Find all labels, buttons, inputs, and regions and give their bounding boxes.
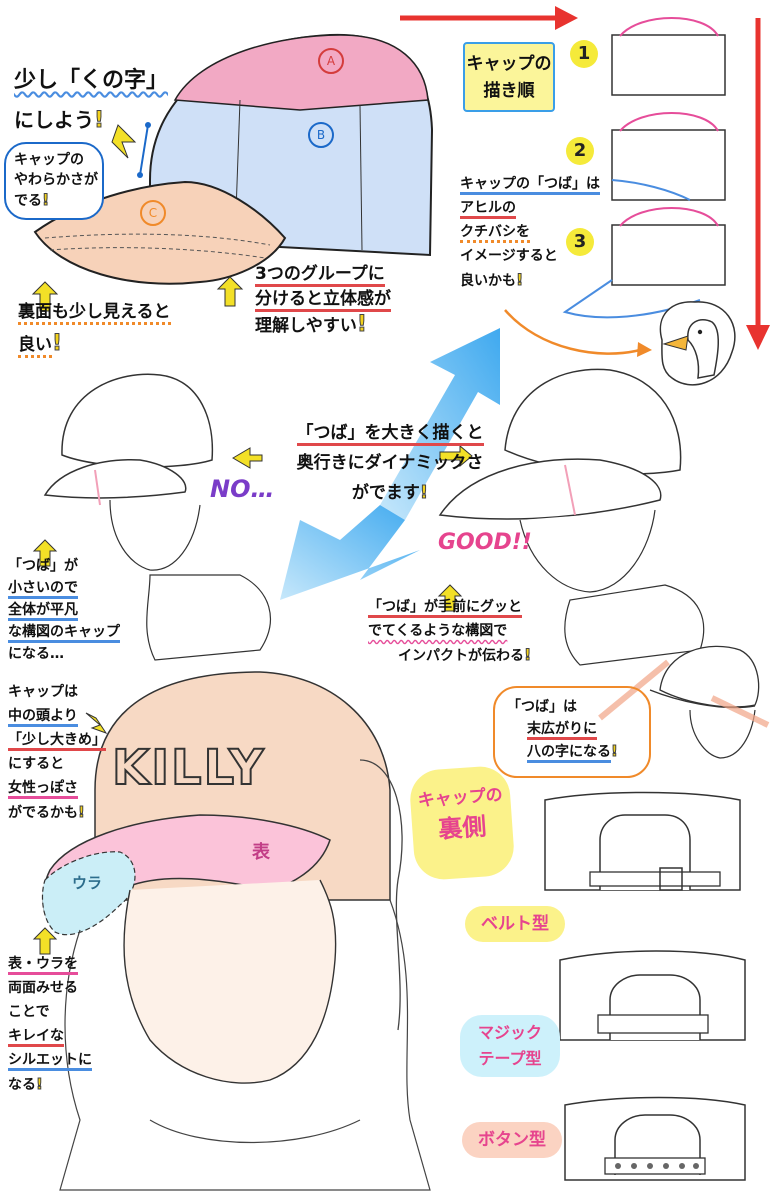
note-cap-size: キャップは 中の頭より 「少し大きめ」 にすると 女性っぽさ がでるかも!: [8, 680, 106, 825]
cap-inside-title: キャップの 裏側: [408, 764, 516, 882]
order-step2-cap: [611, 112, 726, 201]
cap-head-line2: 中の頭より: [8, 708, 78, 727]
front-brim-line2: でてくるような構図で: [368, 623, 508, 639]
order-title-line2: 描き順: [483, 81, 535, 101]
label-a: A: [318, 48, 344, 74]
exclamation-icon: !: [93, 108, 105, 134]
blue-double-arrow-icon: [280, 328, 500, 600]
flare-line3: 八の字になる: [527, 744, 611, 763]
note-underside-line2: 良い: [18, 335, 52, 358]
cap-back-label: ウラ: [72, 874, 103, 892]
type-belt-label: ベルト型: [465, 906, 565, 942]
center-line2: 奥行きにダイナミックさ: [296, 453, 484, 473]
both-line3: ことで: [8, 1004, 50, 1020]
no-label: NO…: [210, 475, 275, 503]
note-small-brim: 「つば」が 小さいので 全体が平凡 な構図のキャップ になる…: [8, 555, 120, 665]
step-1-badge: 1: [570, 40, 598, 68]
red-arrow-icon: [400, 6, 770, 350]
type-velcro-line1: マジック: [477, 1023, 542, 1042]
type-button-label: ボタン型: [462, 1122, 562, 1158]
flare-bubble: 「つば」は 末広がりに 八の字になる!: [493, 686, 651, 778]
small-brim-line3: 全体が平凡: [8, 602, 78, 621]
step-2-badge: 2: [566, 137, 594, 165]
order-step1-cap: [611, 17, 726, 96]
duck-icon: [659, 301, 736, 386]
note-groups-line2: 分けると立体感が: [255, 289, 391, 312]
yellow-arrow-icon: [31, 124, 473, 955]
center-line1: 「つば」を大きく描くと: [296, 423, 484, 446]
small-brim-line5: になる…: [8, 646, 64, 662]
cap-inside-button: [564, 1096, 746, 1181]
small-brim-line4: な構図のキャップ: [8, 624, 120, 643]
brim-note-line5: 良いかも: [460, 273, 516, 289]
both-line1: 表・ウラを: [8, 956, 78, 975]
brim-note-line1: キャップの「つば」は: [460, 176, 600, 195]
note-kunoji-line2-wrap: にしよう!: [14, 108, 105, 134]
center-line3: がでます: [351, 483, 420, 503]
drawing-order-title: キャップの 描き順: [463, 42, 555, 112]
girl-figure: [41, 671, 431, 1191]
bubble-line3: でる: [14, 193, 42, 209]
flare-line1: 「つば」は: [507, 699, 577, 715]
cap-front-label: 表: [252, 842, 270, 863]
front-brim-line1: 「つば」が手前にグッと: [368, 599, 522, 618]
note-big-brim: 「つば」を大きく描くと 奥行きにダイナミックさ がでます!: [296, 423, 484, 504]
cap-head-line3: 「少し大きめ」: [8, 732, 106, 751]
front-brim-line3: インパクトが伝わる: [398, 648, 524, 664]
order-title-line1: キャップの: [466, 54, 552, 74]
step-3-badge: 3: [566, 228, 594, 256]
cap-head-line4: にすると: [8, 756, 65, 772]
both-line5: シルエットに: [8, 1052, 92, 1071]
type-velcro-line2: テープ型: [478, 1049, 542, 1068]
note-kunoji-line1: 少し「くの字」: [14, 68, 169, 93]
note-groups: 3つのグループに 分けると立体感が 理解しやすい!: [255, 264, 391, 338]
note-front-brim: 「つば」が手前にグッと でてくるような構図で インパクトが伝わる!: [368, 599, 532, 665]
label-c: C: [140, 200, 166, 226]
note-both-sides: 表・ウラを 両面みせる ことで キレイな シルエットに なる!: [8, 956, 92, 1094]
note-groups-line1: 3つのグループに: [255, 264, 385, 287]
note-brim-duck: キャップの「つば」は アヒルの クチバシを イメージすると 良いかも!: [460, 176, 600, 290]
both-line2: 両面みせる: [8, 980, 78, 996]
brim-note-line4: イメージすると: [460, 248, 558, 264]
side-view-cap-figure: [598, 645, 770, 759]
brim-note-line3: クチバシを: [460, 224, 530, 243]
flare-line2: 末広がりに: [527, 721, 597, 740]
cap-killy-text: KILLY: [111, 739, 266, 797]
small-brim-line2: 小さいので: [8, 580, 78, 599]
good-label: GOOD!!: [438, 530, 532, 555]
note-underside-line1: 裏面も少し見えると: [18, 302, 171, 325]
type-velcro-label: マジック テープ型: [460, 1015, 560, 1077]
cap-head-line5: 女性っぽさ: [8, 780, 78, 799]
brim-note-line2: アヒルの: [460, 200, 516, 219]
cap-head-line1: キャップは: [8, 684, 78, 700]
cap-inside-belt: [544, 791, 741, 891]
both-line4: キレイな: [8, 1028, 64, 1047]
bubble-line1: キャップの: [14, 152, 84, 168]
note-underside: 裏面も少し見えると 良い!: [18, 302, 171, 358]
note-kunoji-line2: にしよう: [14, 108, 94, 132]
speech-bubble-softness: キャップの やわらかさが でる!: [4, 142, 104, 220]
note-groups-line3: 理解しやすい: [255, 316, 357, 336]
boy-big-brim-figure: [438, 368, 705, 666]
both-line6: なる: [8, 1077, 36, 1093]
boy-small-brim-figure: [43, 373, 271, 661]
cap-inside-velcro: [559, 950, 746, 1041]
bubble-line2: やわらかさが: [14, 172, 98, 188]
cap-head-line6: がでるかも: [8, 805, 78, 821]
label-b: B: [308, 122, 334, 148]
small-brim-line1: 「つば」が: [8, 558, 78, 574]
note-kunoji: 少し「くの字」: [14, 66, 168, 96]
